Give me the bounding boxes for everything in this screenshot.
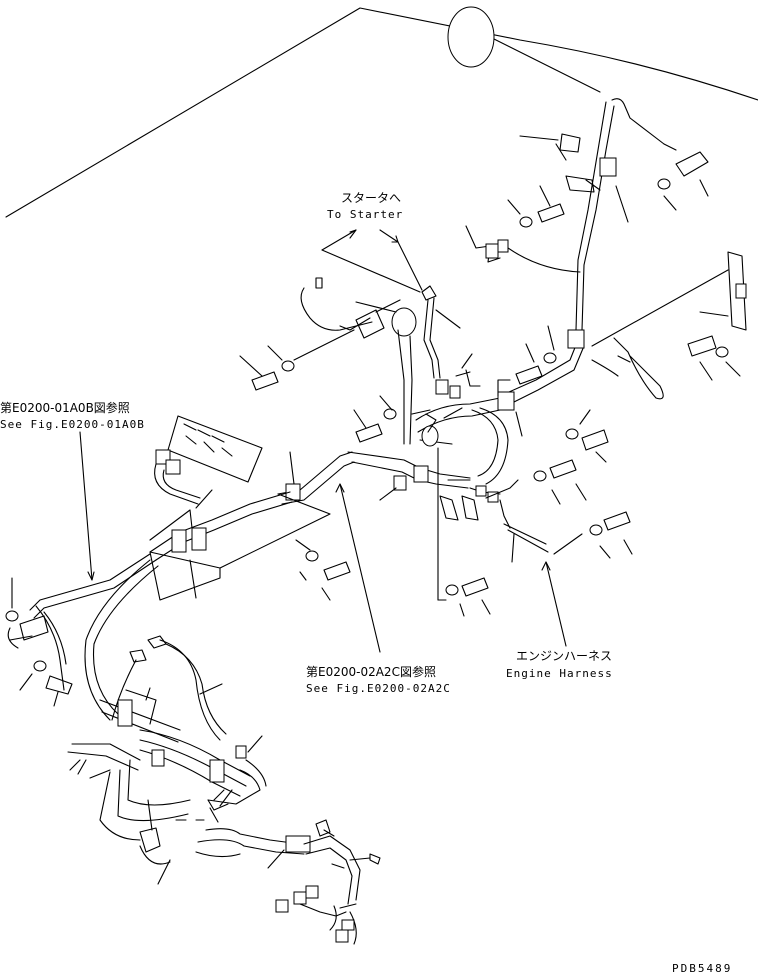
callout-ref-02a2c: 第E0200-02A2C図参照 See Fig.E0200-02A2C [306, 664, 451, 695]
ref-01a0b-jp-label: 第E0200-01A0B図参照 [0, 400, 130, 415]
ref-01a0b-en-label: See Fig.E0200-01A0B [0, 418, 145, 431]
callout-to-starter: スタータへ To Starter [327, 191, 403, 221]
callout-leaders [79, 431, 567, 653]
starter-leads [321, 229, 461, 379]
right-center-harness [435, 325, 633, 563]
left-harness [5, 415, 331, 721]
machine-body-outline [5, 6, 758, 218]
callout-engine-harness: エンジンハーネス Engine Harness [506, 649, 613, 680]
ref-02a2c-jp-label: 第E0200-02A2C図参照 [306, 664, 436, 679]
callout-ref-01a0b: 第E0200-01A0B図参照 See Fig.E0200-01A0B [0, 400, 145, 431]
lower-center-bolts [295, 447, 491, 617]
top-right-harness [519, 98, 709, 331]
to-starter-en-label: To Starter [327, 208, 403, 221]
bracket-plate [591, 251, 747, 400]
engine-harness-jp-label: エンジンハーネス [516, 649, 612, 663]
ref-02a2c-en-label: See Fig.E0200-02A2C [306, 682, 451, 695]
center-harness [239, 277, 501, 505]
lower-left-harness [67, 635, 381, 945]
relay-bolts [465, 185, 581, 273]
to-starter-jp-label: スタータへ [341, 191, 401, 205]
engine-harness-en-label: Engine Harness [506, 667, 613, 680]
drawing-code: PDB5489 [672, 962, 732, 975]
